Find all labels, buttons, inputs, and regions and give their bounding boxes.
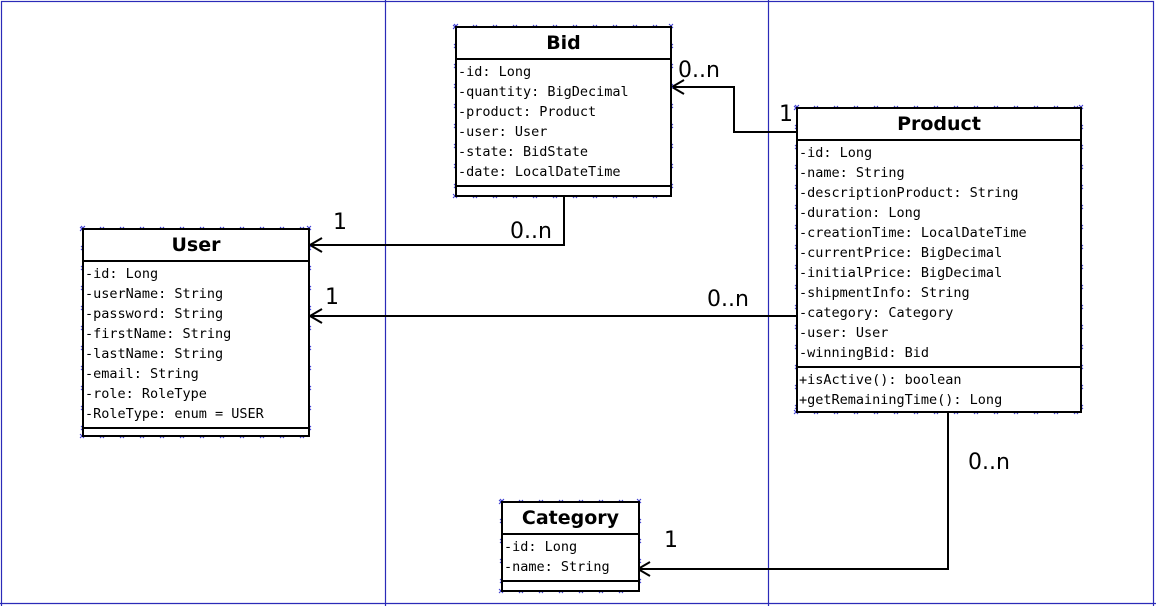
method-list: +isActive(): boolean +getRemainingTime()… (798, 366, 1080, 413)
attribute-row: -role: RoleType (85, 386, 207, 402)
attribute-row: -user: User (799, 325, 889, 341)
attribute-row: -id: Long (799, 145, 873, 161)
class-category[interactable]: Category -id: Long -name: String (501, 501, 640, 592)
attribute-row: -shipmentInfo: String (799, 285, 970, 301)
class-name: Bid (457, 28, 670, 60)
association-product-category[interactable] (638, 413, 949, 570)
class-user[interactable]: User -id: Long -userName: String -passwo… (82, 228, 310, 437)
method-row: +getRemainingTime(): Long (799, 392, 1003, 408)
attribute-row: -id: Long (504, 539, 578, 555)
attribute-row: -currentPrice: BigDecimal (799, 245, 1003, 261)
multiplicity-product-user-product-end: 0..n (707, 287, 749, 312)
attribute-row: -name: String (504, 559, 610, 575)
attribute-row: -state: BidState (458, 144, 589, 160)
class-name: User (84, 230, 308, 262)
attribute-row: -initialPrice: BigDecimal (799, 265, 1003, 281)
attribute-row: -firstName: String (85, 326, 232, 342)
association-lines (308, 79, 949, 577)
class-name: Product (798, 109, 1080, 141)
attribute-row: -id: Long (85, 266, 159, 282)
multiplicity-bid-user-bid-end: 0..n (510, 219, 552, 244)
attribute-list: -id: Long -userName: String -password: S… (84, 262, 308, 427)
multiplicity-bid-product-product-end: 1 (779, 102, 793, 127)
multiplicity-bid-product-bid-end: 0..n (678, 58, 720, 83)
method-list (457, 185, 670, 194)
arrowhead-user-from-bid (308, 237, 323, 253)
attribute-row: -date: LocalDateTime (458, 164, 621, 180)
method-row: +isActive(): boolean (799, 372, 962, 388)
attribute-row: -password: String (85, 306, 224, 322)
arrowhead-user-from-product (308, 308, 323, 324)
attribute-row: -RoleType: enum = USER (85, 406, 264, 422)
multiplicity-product-category-category-end: 1 (664, 528, 678, 553)
class-bid[interactable]: Bid -id: Long -quantity: BigDecimal -pro… (455, 26, 672, 197)
multiplicity-bid-user-user-end: 1 (333, 210, 347, 235)
class-product[interactable]: Product -id: Long -name: String -descrip… (796, 107, 1082, 413)
attribute-row: -quantity: BigDecimal (458, 84, 629, 100)
attribute-list: -id: Long -name: String (503, 535, 638, 580)
attribute-list: -id: Long -quantity: BigDecimal -product… (457, 60, 670, 185)
attribute-row: -duration: Long (799, 205, 921, 221)
association-bid-product[interactable] (672, 86, 796, 133)
attribute-row: -creationTime: LocalDateTime (799, 225, 1027, 241)
attribute-row: -descriptionProduct: String (799, 185, 1019, 201)
attribute-row: -user: User (458, 124, 548, 140)
attribute-row: -lastName: String (85, 346, 224, 362)
attribute-row: -userName: String (85, 286, 224, 302)
multiplicity-product-category-product-end: 0..n (968, 450, 1010, 475)
attribute-row: -category: Category (799, 305, 954, 321)
attribute-row: -email: String (85, 366, 199, 382)
attribute-list: -id: Long -name: String -descriptionProd… (798, 141, 1080, 366)
class-name: Category (503, 503, 638, 535)
method-list (84, 427, 308, 436)
attribute-row: -name: String (799, 165, 905, 181)
method-list (503, 580, 638, 589)
attribute-row: -winningBid: Bid (799, 345, 930, 361)
multiplicity-product-user-user-end: 1 (325, 285, 339, 310)
attribute-row: -product: Product (458, 104, 597, 120)
association-bid-user[interactable] (310, 197, 565, 246)
attribute-row: -id: Long (458, 64, 532, 80)
